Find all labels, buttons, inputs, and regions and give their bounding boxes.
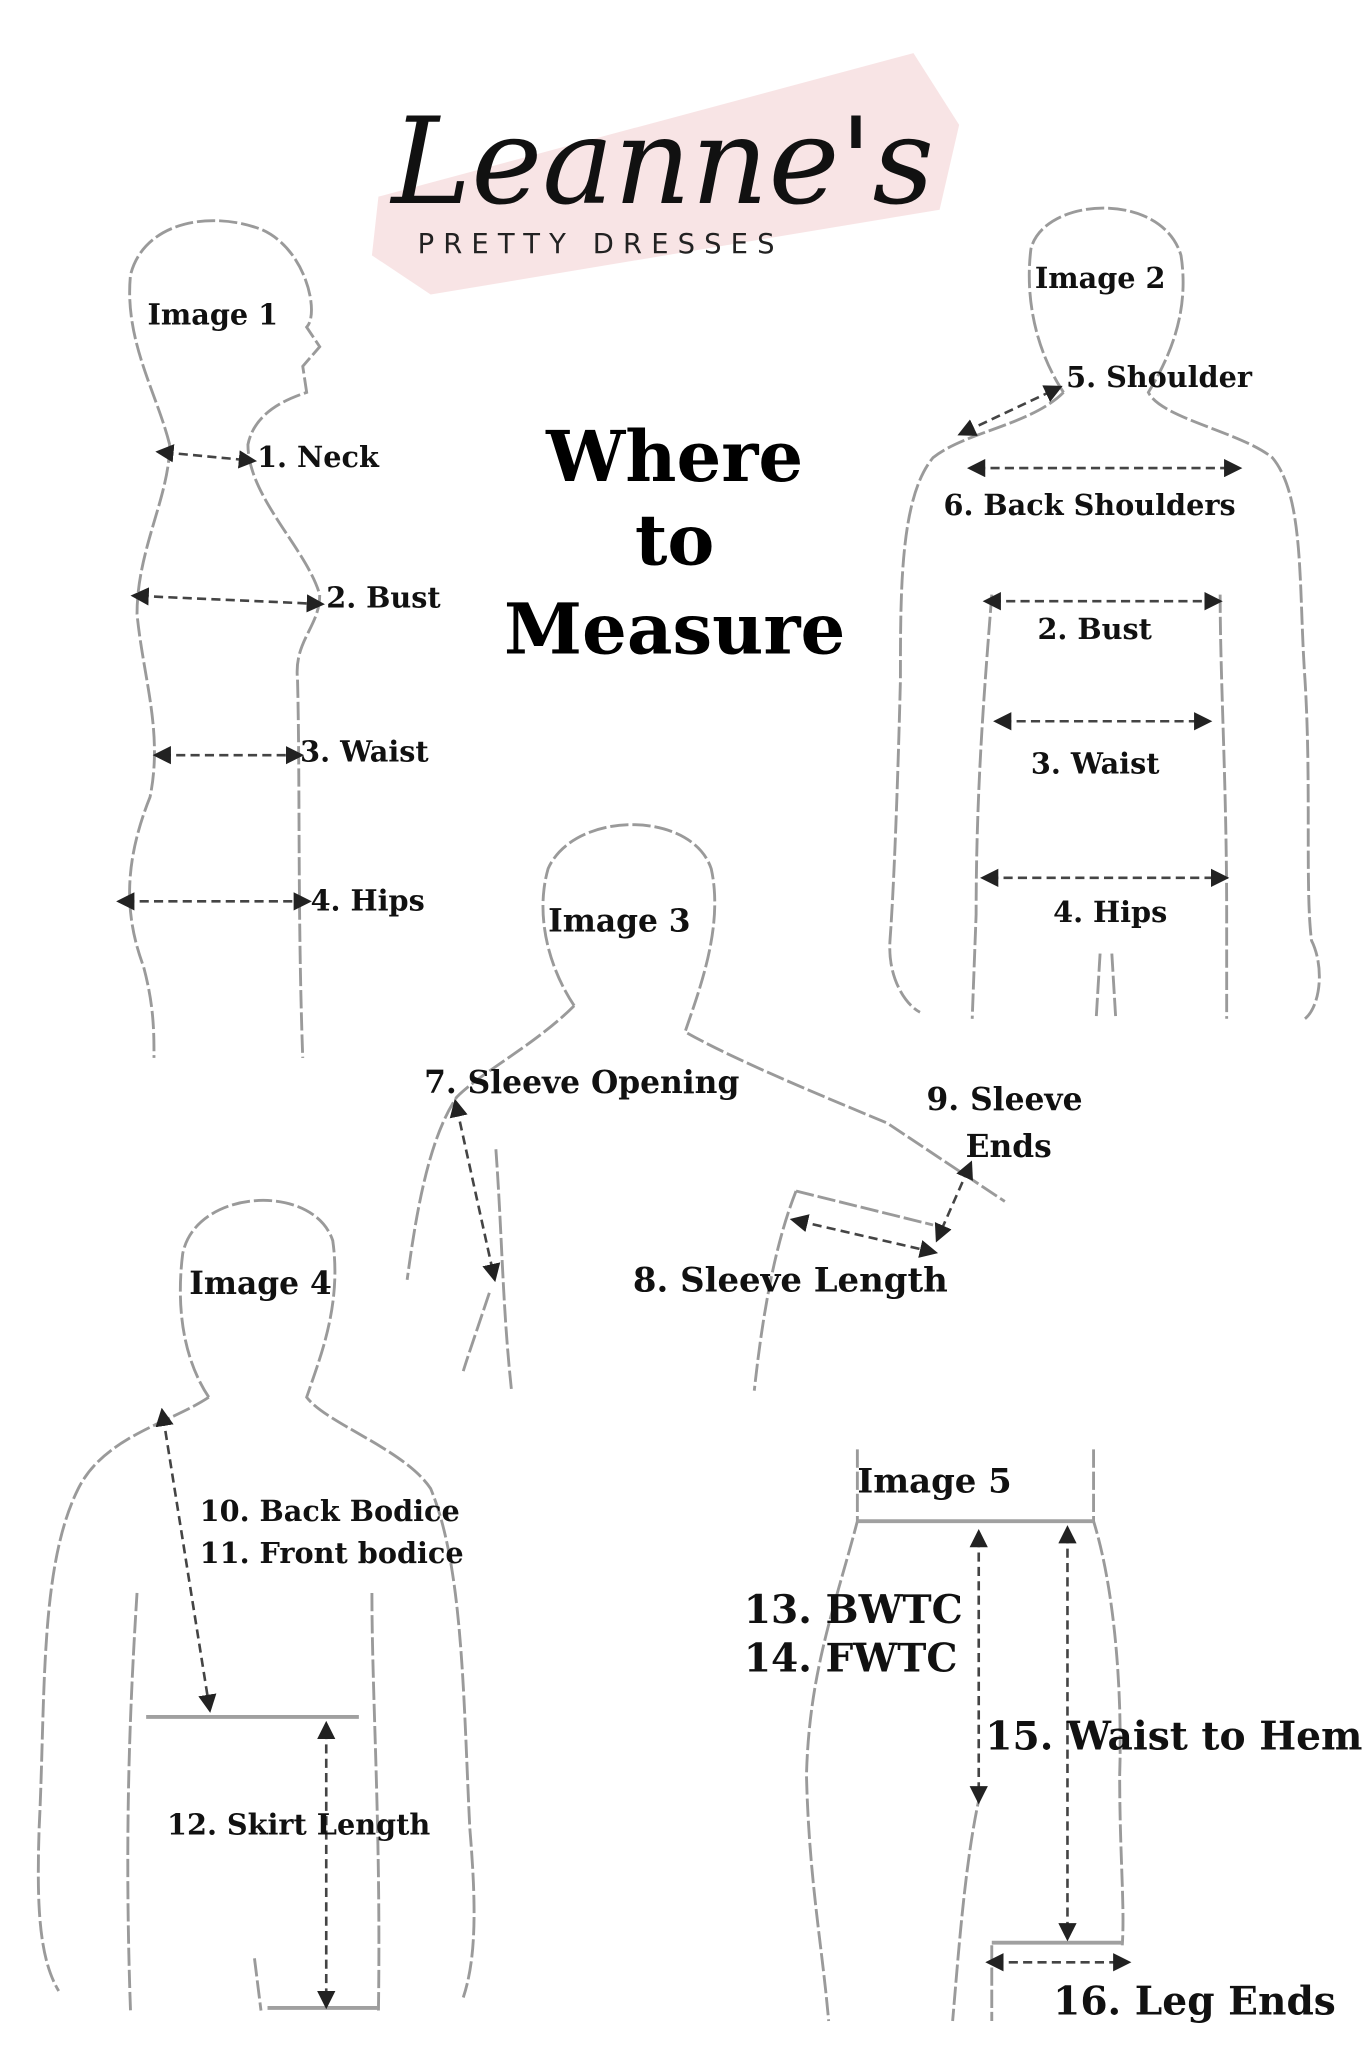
label-back-shoulders: 6. Back Shoulders xyxy=(943,488,1235,522)
label-bust: 2. Bust xyxy=(326,581,441,615)
label-shoulder: 5. Shoulder xyxy=(1066,360,1253,394)
page-title: Where to Measure xyxy=(504,415,845,670)
logo-brush xyxy=(371,53,960,295)
label-bust-back: 2. Bust xyxy=(1037,612,1152,646)
label-hips: 4. Hips xyxy=(311,883,425,917)
image-1-label: Image 1 xyxy=(147,298,278,332)
label-fwtc: 14. FWTC xyxy=(744,1635,958,1681)
title-line-2: to xyxy=(635,499,715,582)
label-neck: 1. Neck xyxy=(257,440,380,474)
image-4-label: Image 4 xyxy=(189,1266,332,1302)
label-sleeve-opening: 7. Sleeve Opening xyxy=(424,1065,739,1101)
label-hips-back: 4. Hips xyxy=(1053,895,1167,929)
label-sleeve-length: 8. Sleeve Length xyxy=(633,1260,948,1300)
image-5-label: Image 5 xyxy=(857,1460,1011,1500)
logo-tagline: PRETTY DRESSES xyxy=(418,229,784,260)
label-sleeve-ends-1: 9. Sleeve xyxy=(927,1082,1083,1118)
label-sleeve-ends-2: Ends xyxy=(966,1129,1052,1165)
logo-name: Leanne's xyxy=(389,93,934,232)
label-bwtc: 13. BWTC xyxy=(744,1587,963,1633)
label-waist-back: 3. Waist xyxy=(1031,746,1160,780)
figure-image-4: Image 4 10. Back Bodice 11. Front bodice… xyxy=(36,1199,476,2011)
figure-image-2: Image 2 5. Shoulder 6. Back Shoulders 2.… xyxy=(888,206,1321,1020)
label-front-bodice: 11. Front bodice xyxy=(200,1536,464,1570)
title-line-3: Measure xyxy=(504,587,845,670)
logo: Leanne's PRETTY DRESSES xyxy=(371,53,960,295)
label-leg-ends: 16. Leg Ends xyxy=(1053,1978,1336,2024)
figure-image-5: Image 5 13. BWTC 14. FWTC 15. Waist to H… xyxy=(744,1449,1362,2024)
label-waist: 3. Waist xyxy=(300,735,429,769)
image-2-label: Image 2 xyxy=(1035,261,1166,295)
title-line-1: Where xyxy=(545,415,803,498)
figure-image-3: Image 3 7. Sleeve Opening 9. Sleeve Ends… xyxy=(405,823,1083,1391)
figure-image-1: Image 1 1. Neck 2. Bust 3. Waist 4. Hips xyxy=(116,219,441,1058)
image-3-label: Image 3 xyxy=(548,903,691,939)
label-skirt-length: 12. Skirt Length xyxy=(167,1807,430,1841)
label-back-bodice: 10. Back Bodice xyxy=(200,1494,460,1528)
label-waist-to-hem: 15. Waist to Hem xyxy=(985,1714,1362,1760)
